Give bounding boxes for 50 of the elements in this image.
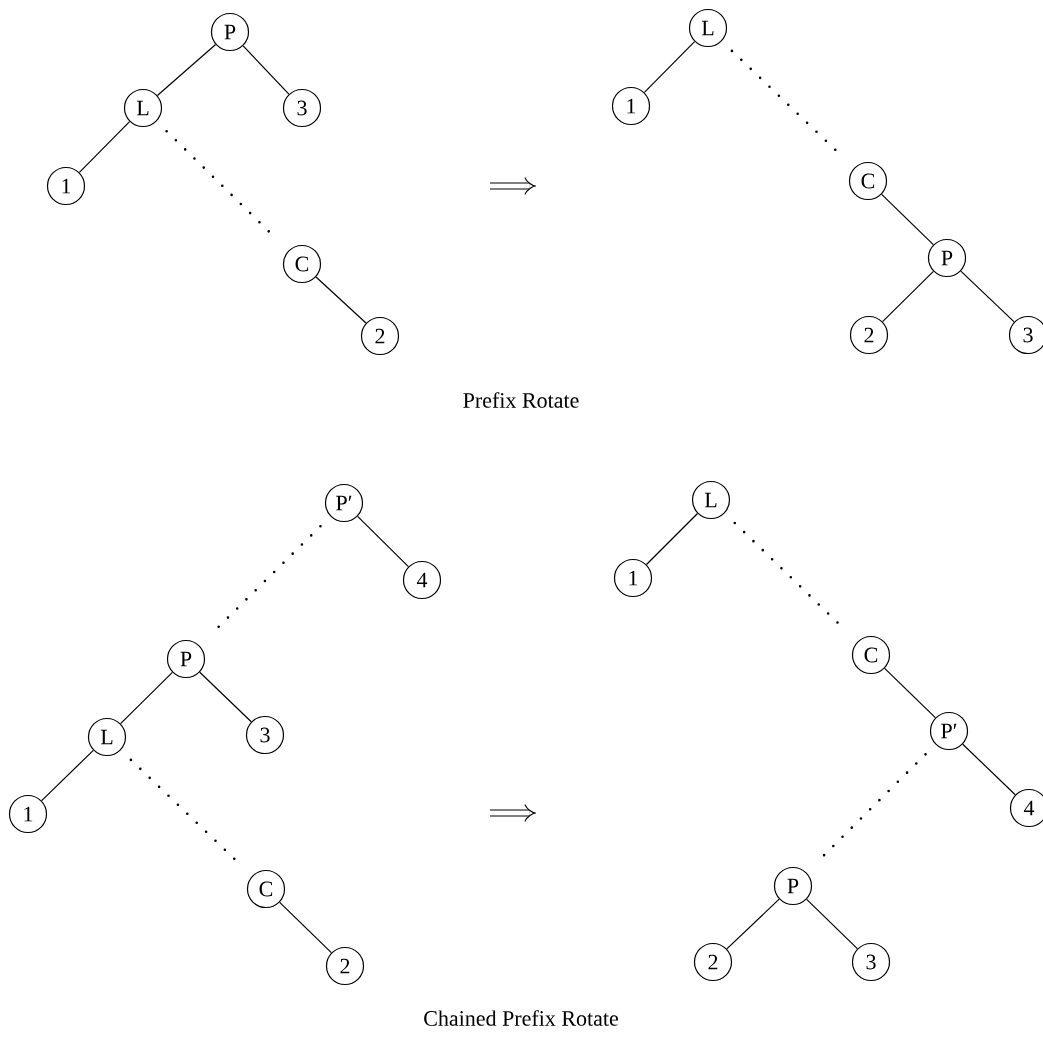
dotted-path bbox=[820, 753, 927, 859]
tree-edge bbox=[643, 41, 696, 93]
tree-edge bbox=[881, 193, 934, 246]
tree-node: 1 bbox=[611, 86, 651, 126]
tree-edge bbox=[78, 121, 131, 173]
tree-node: P bbox=[210, 12, 250, 52]
dotted-path bbox=[129, 758, 238, 862]
tree-edge bbox=[120, 671, 173, 725]
tree-node: C bbox=[246, 869, 286, 909]
tree-edge bbox=[199, 671, 252, 723]
tree-node: 4 bbox=[402, 560, 442, 600]
tree-node: 2 bbox=[360, 316, 400, 356]
tree-edge bbox=[960, 270, 1015, 323]
tree-node: C bbox=[848, 161, 888, 201]
tree-node: C bbox=[282, 244, 322, 284]
tree-edge bbox=[242, 45, 290, 95]
caption: Chained Prefix Rotate bbox=[424, 1010, 618, 1026]
tree-node: P bbox=[773, 866, 813, 906]
tree-node: L bbox=[87, 717, 127, 757]
tree-node: 3 bbox=[851, 942, 891, 982]
tree-node: 2 bbox=[325, 946, 365, 986]
tree-edge bbox=[156, 43, 217, 97]
tree-node: C bbox=[851, 635, 891, 675]
tree-edge bbox=[41, 749, 94, 802]
tree-node: 4 bbox=[1009, 788, 1043, 828]
tree-node: 3 bbox=[282, 88, 322, 128]
tree-node: P′ bbox=[324, 483, 364, 523]
tree-edge bbox=[315, 276, 367, 324]
tree-node: L bbox=[691, 480, 731, 520]
tree-node: P′ bbox=[929, 711, 969, 751]
tree-node: 1 bbox=[8, 794, 48, 834]
tree-edge bbox=[279, 901, 332, 954]
tree-edge bbox=[357, 515, 409, 568]
tree-edge bbox=[884, 667, 936, 719]
tree-node: 1 bbox=[613, 558, 653, 598]
tree-node: 2 bbox=[849, 315, 889, 355]
tree-node: 1 bbox=[46, 166, 86, 206]
tree-node: P bbox=[166, 639, 206, 679]
tree-node: 3 bbox=[1008, 315, 1043, 355]
tree-edge bbox=[645, 512, 699, 566]
tree-node: L bbox=[688, 8, 728, 48]
tree-edge bbox=[806, 898, 858, 950]
tree-node: P bbox=[927, 238, 967, 278]
tree-node: 3 bbox=[245, 715, 285, 755]
tree-node: L bbox=[123, 88, 163, 128]
tree-edge bbox=[882, 270, 934, 323]
tree-edge bbox=[962, 743, 1016, 796]
tree-edge bbox=[726, 898, 780, 950]
tree-node: 2 bbox=[693, 942, 733, 982]
caption: Prefix Rotate bbox=[463, 392, 579, 408]
